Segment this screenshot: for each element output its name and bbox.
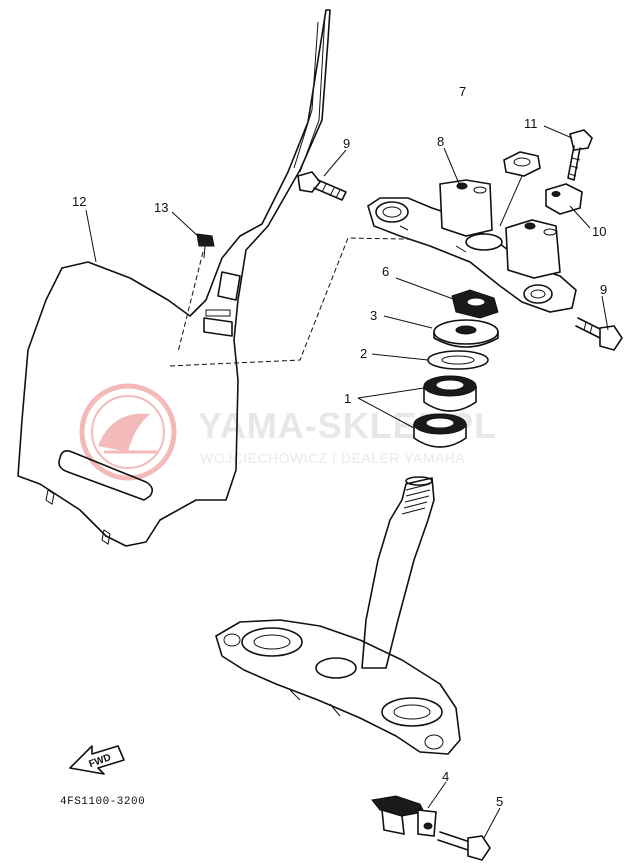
watermark-subtitle: WOJCIECHOWICZ I DEALER YAMAHA: [200, 450, 465, 466]
callout-6: 6: [382, 264, 389, 279]
part-9-bolt-left: [297, 171, 347, 201]
steering-stem: [215, 476, 461, 755]
callout-10: 10: [592, 224, 606, 239]
part-9-bolt-right: [575, 317, 623, 351]
callout-5: 5: [496, 794, 503, 809]
part-4-bracket: [371, 781, 447, 837]
part-2-seal: [427, 350, 489, 370]
callout-9-right: 9: [600, 282, 607, 297]
part-11-bolt: [567, 129, 593, 181]
callout-11: 11: [524, 116, 538, 131]
callout-9-left: 9: [343, 136, 350, 151]
callout-1: 1: [344, 391, 351, 406]
number-plate: [17, 9, 331, 547]
callout-3: 3: [370, 308, 377, 323]
part-7-nut: [499, 151, 541, 227]
watermark-logo: [79, 383, 177, 481]
watermark: YAMA-SKLEP.PL WOJCIECHOWICZ I DEALER YAM…: [79, 383, 496, 481]
callout-4: 4: [442, 769, 449, 784]
callout-12: 12: [72, 194, 86, 209]
fwd-arrow: FWD: [69, 745, 125, 775]
callouts: 1 2 3 4 5 6 7 8 9 9 10 11 12 13: [72, 84, 607, 809]
leader-lines: [85, 125, 609, 429]
diagram-code: 4FS1100-3200: [60, 796, 145, 808]
callout-2: 2: [360, 346, 367, 361]
callout-13: 13: [154, 200, 168, 215]
part-1-bearing-upper: [423, 375, 477, 412]
part-13-screw: [196, 233, 215, 259]
part-3-washer: [433, 319, 499, 348]
guide-line-screw: [177, 251, 204, 353]
part-5-bolt: [437, 807, 501, 861]
part-10-cap: [545, 183, 583, 215]
part-1-bearing-lower: [413, 413, 467, 448]
callout-7: 7: [459, 84, 466, 99]
callout-8: 8: [437, 134, 444, 149]
part-6-ring-nut: [451, 289, 499, 319]
upper-bracket: [367, 179, 577, 313]
guide-line-plate: [169, 237, 457, 367]
